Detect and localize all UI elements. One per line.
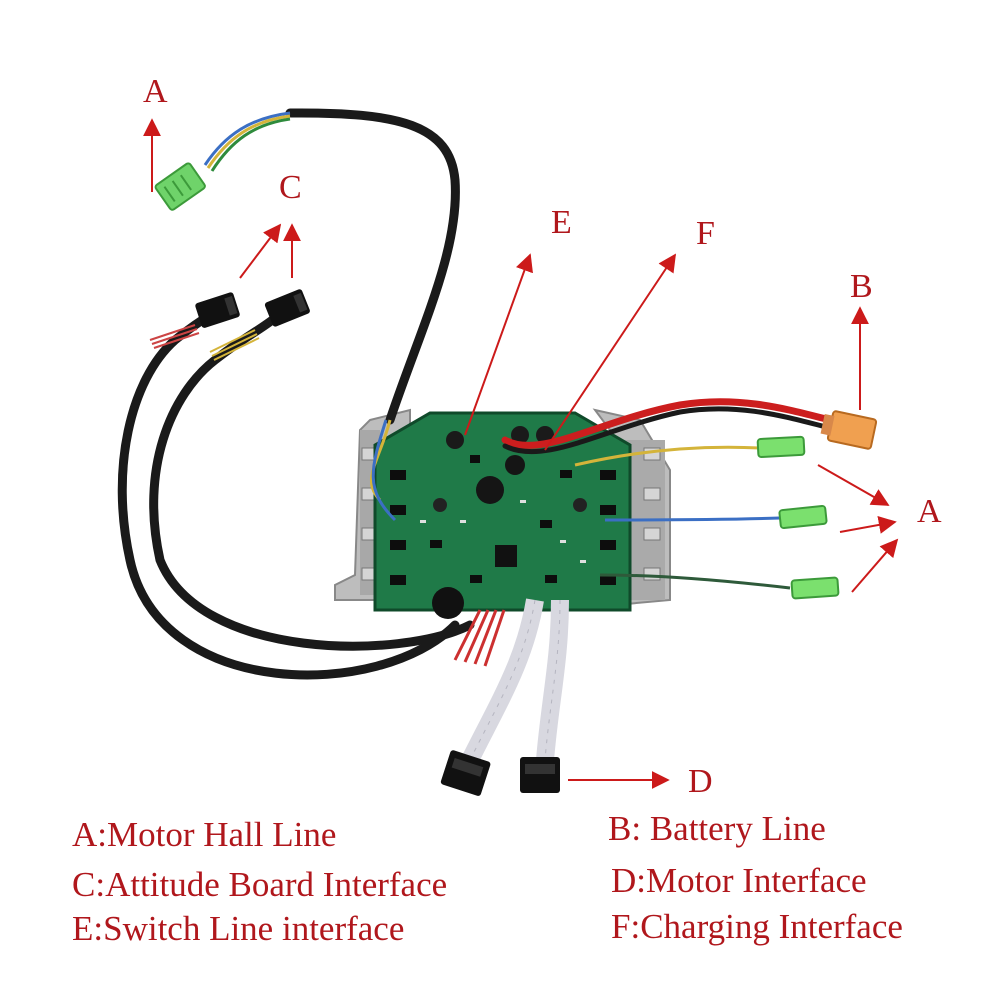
legend-a: A:Motor Hall Line <box>72 815 337 854</box>
hall-cable-left <box>203 108 460 522</box>
label-e: E <box>551 204 572 241</box>
arrow-c-1 <box>239 223 282 279</box>
legend-b: B: Battery Line <box>608 809 826 848</box>
legend-c: C:Attitude Board Interface <box>72 865 448 904</box>
label-b: B <box>850 268 873 305</box>
hall-connector-right-1 <box>756 435 806 458</box>
arrow-a-right-3 <box>851 538 899 593</box>
hall-connector-top-left <box>154 162 206 211</box>
motor-connector-1 <box>440 750 491 796</box>
label-a-top-left: A <box>143 73 168 110</box>
label-d: D <box>688 763 713 800</box>
attitude-board-cables <box>117 307 506 680</box>
battery-connector <box>820 410 878 450</box>
attitude-connector-1 <box>195 292 240 328</box>
arrow-a-right-1 <box>817 464 890 506</box>
legend-f: F:Charging Interface <box>611 907 903 946</box>
arrow-e <box>464 253 533 436</box>
hall-connector-right-2 <box>778 504 828 530</box>
legend-d: D:Motor Interface <box>611 861 867 900</box>
attitude-connector-2 <box>264 289 310 327</box>
hall-lines-right <box>574 445 791 590</box>
arrow-f <box>544 253 676 451</box>
controller-pcb <box>373 411 632 619</box>
motor-ribbon-cables <box>461 598 569 765</box>
letter-labels: A C E F B A D <box>143 73 942 800</box>
pointer-arrows <box>143 118 899 789</box>
legend-e: E:Switch Line interface <box>72 909 405 948</box>
arrow-a-right-2 <box>839 516 897 534</box>
hall-connector-right-3 <box>790 576 840 600</box>
label-c: C <box>279 169 302 206</box>
label-a-right: A <box>917 493 942 530</box>
label-f: F <box>696 215 715 252</box>
motor-connector-2 <box>520 757 560 793</box>
battery-line <box>501 398 834 455</box>
